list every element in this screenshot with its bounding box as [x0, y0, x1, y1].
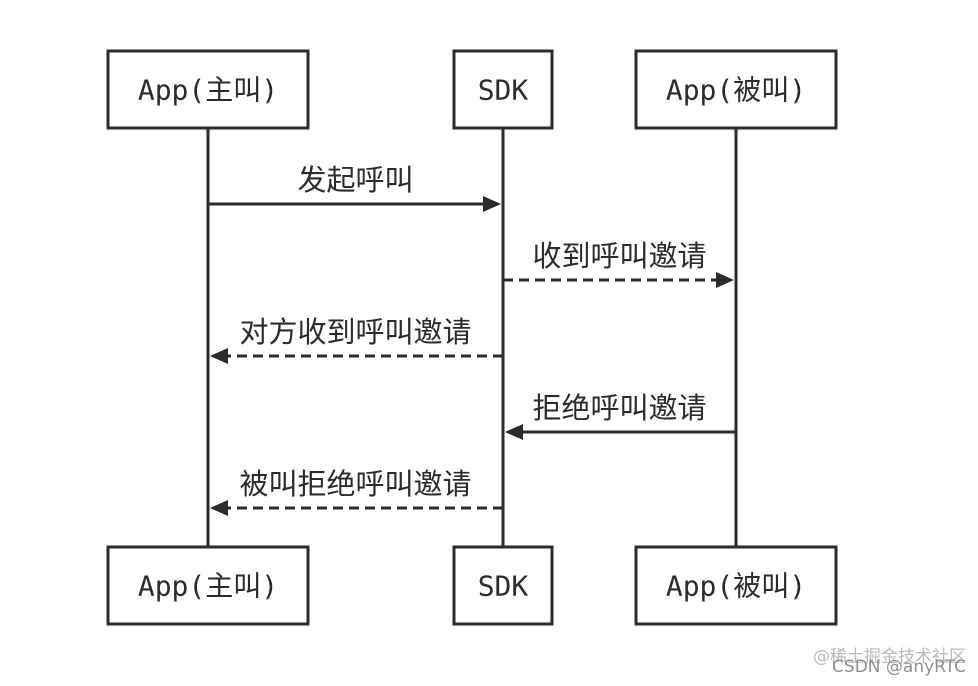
participant-callee-top: App(被叫) — [634, 49, 838, 130]
participant-sdk-bottom: SDK — [452, 545, 554, 626]
message-3: 对方收到呼叫邀请 — [210, 315, 503, 364]
participant-sdk-top: SDK — [452, 49, 554, 130]
participant-label: App(主叫) — [138, 74, 278, 107]
participant-box — [106, 545, 310, 626]
watermark-csdn: CSDN @anyRTC — [832, 657, 966, 677]
participant-caller-top: App(主叫) — [106, 49, 310, 130]
participant-box — [452, 545, 554, 626]
message-5: 被叫拒绝呼叫邀请 — [210, 467, 503, 516]
message-4: 拒绝呼叫邀请 — [505, 391, 736, 440]
arrow-head-icon — [210, 500, 228, 516]
participant-label: App(被叫) — [666, 74, 806, 107]
participant-label: SDK — [478, 74, 529, 107]
message-label: 发起呼叫 — [297, 163, 413, 197]
message-2: 收到呼叫邀请 — [503, 239, 734, 288]
participant-label: App(被叫) — [666, 570, 806, 603]
participant-box — [634, 545, 838, 626]
participant-box — [634, 49, 838, 130]
lifelines — [206, 128, 738, 547]
watermark: @稀土掘金技术社区 CSDN @anyRTC — [813, 648, 966, 676]
arrow-head-icon — [505, 424, 523, 440]
message-label: 拒绝呼叫邀请 — [532, 391, 706, 425]
message-label: 对方收到呼叫邀请 — [239, 315, 471, 349]
message-label: 收到呼叫邀请 — [532, 239, 706, 273]
arrow-head-icon — [483, 196, 501, 212]
participant-boxes-bottom: App(主叫) SDK App(被叫) — [106, 545, 838, 626]
participant-box — [106, 49, 310, 130]
participant-boxes-top: App(主叫) SDK App(被叫) — [106, 49, 838, 130]
participant-box — [452, 49, 554, 130]
watermark-juejin: @稀土掘金技术社区 — [813, 647, 966, 667]
participant-callee-bottom: App(被叫) — [634, 545, 838, 626]
message-1: 发起呼叫 — [208, 163, 501, 212]
participant-label: App(主叫) — [138, 570, 278, 603]
participant-caller-bottom: App(主叫) — [106, 545, 310, 626]
message-label: 被叫拒绝呼叫邀请 — [239, 467, 471, 501]
participant-label: SDK — [478, 570, 529, 603]
arrow-head-icon — [716, 272, 734, 288]
arrow-head-icon — [210, 348, 228, 364]
